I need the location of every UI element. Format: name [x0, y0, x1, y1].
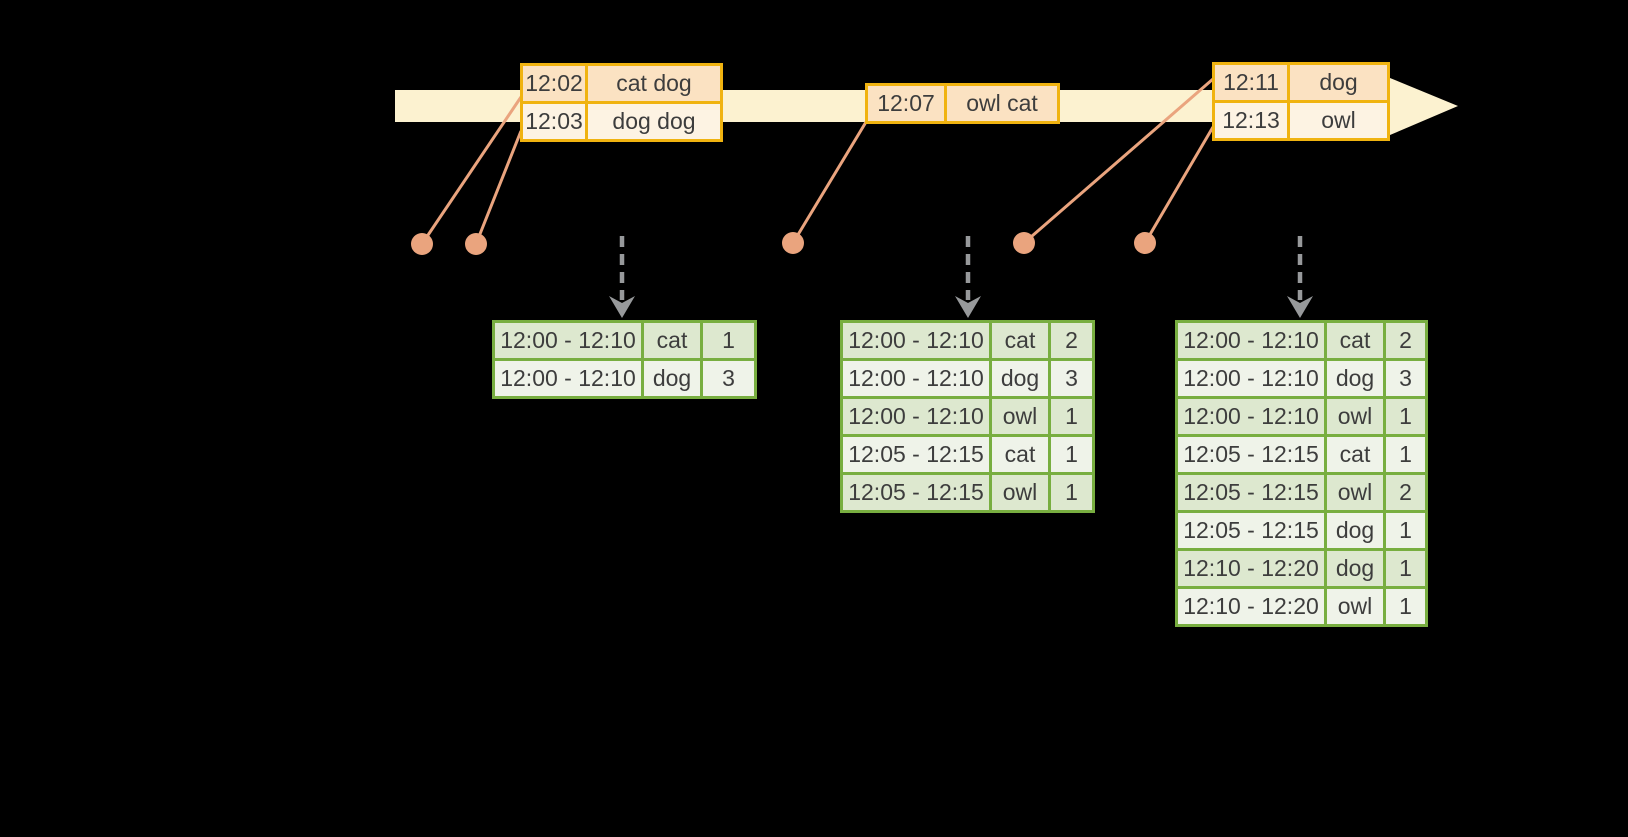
- event-time-cell: 12:07: [868, 86, 944, 121]
- result-row: 12:05 - 12:15 owl 2: [1178, 475, 1425, 510]
- event-time-cell: 12:13: [1215, 103, 1287, 138]
- result-table-3: 12:00 - 12:10 cat 2 12:00 - 12:10 dog 3 …: [1175, 320, 1428, 627]
- word-cell: dog: [1327, 513, 1383, 548]
- connector-line-1203: [474, 130, 523, 245]
- result-row: 12:00 - 12:10 dog 3: [843, 361, 1092, 396]
- result-row: 12:00 - 12:10 cat 1: [495, 323, 754, 358]
- window-cell: 12:10 - 12:20: [1178, 589, 1324, 624]
- window-cell: 12:00 - 12:10: [1178, 361, 1324, 396]
- window-cell: 12:05 - 12:15: [1178, 513, 1324, 548]
- word-cell: cat: [644, 323, 700, 358]
- count-cell: 1: [1386, 589, 1425, 624]
- result-row: 12:00 - 12:10 dog 3: [495, 361, 754, 396]
- word-cell: cat: [1327, 323, 1383, 358]
- word-cell: owl: [992, 399, 1048, 434]
- word-cell: owl: [1327, 399, 1383, 434]
- count-cell: 1: [703, 323, 754, 358]
- window-cell: 12:05 - 12:15: [1178, 437, 1324, 472]
- word-cell: owl: [1327, 589, 1383, 624]
- count-cell: 1: [1386, 437, 1425, 472]
- connector-line-1211: [1023, 77, 1214, 245]
- event-table-3: 12:11 dog 12:13 owl: [1212, 62, 1390, 141]
- window-cell: 12:00 - 12:10: [843, 361, 989, 396]
- word-cell: dog: [644, 361, 700, 396]
- event-dot-1213: [1134, 232, 1156, 254]
- result-row: 12:10 - 12:20 owl 1: [1178, 589, 1425, 624]
- event-time-cell: 12:11: [1215, 65, 1287, 100]
- event-dot-1203: [465, 233, 487, 255]
- count-cell: 1: [1051, 437, 1092, 472]
- event-dot-1207: [782, 232, 804, 254]
- result-row: 12:00 - 12:10 dog 3: [1178, 361, 1425, 396]
- result-table-2: 12:00 - 12:10 cat 2 12:00 - 12:10 dog 3 …: [840, 320, 1095, 513]
- window-cell: 12:00 - 12:10: [843, 323, 989, 358]
- word-cell: cat: [992, 437, 1048, 472]
- timeline-arrow-icon: [1390, 78, 1458, 135]
- window-cell: 12:00 - 12:10: [1178, 399, 1324, 434]
- word-cell: cat: [1327, 437, 1383, 472]
- count-cell: 3: [703, 361, 754, 396]
- connector-line-1213: [1143, 126, 1215, 244]
- window-cell: 12:05 - 12:15: [843, 437, 989, 472]
- event-table-1: 12:02 cat dog 12:03 dog dog: [520, 63, 723, 142]
- trigger-arrow-2-head-icon: [955, 296, 981, 318]
- window-cell: 12:05 - 12:15: [843, 475, 989, 510]
- result-row: 12:05 - 12:15 cat 1: [1178, 437, 1425, 472]
- count-cell: 1: [1386, 399, 1425, 434]
- count-cell: 3: [1386, 361, 1425, 396]
- word-cell: dog: [1327, 361, 1383, 396]
- word-cell: cat: [992, 323, 1048, 358]
- trigger-arrow-3-head-icon: [1287, 296, 1313, 318]
- event-row: 12:02 cat dog: [523, 66, 720, 101]
- count-cell: 1: [1051, 399, 1092, 434]
- result-row: 12:00 - 12:10 owl 1: [1178, 399, 1425, 434]
- event-dot-1211: [1013, 232, 1035, 254]
- result-table-1: 12:00 - 12:10 cat 1 12:00 - 12:10 dog 3: [492, 320, 757, 399]
- result-row: 12:05 - 12:15 cat 1: [843, 437, 1092, 472]
- connector-line-1202: [420, 96, 523, 245]
- count-cell: 2: [1051, 323, 1092, 358]
- result-row: 12:05 - 12:15 dog 1: [1178, 513, 1425, 548]
- result-row: 12:10 - 12:20 dog 1: [1178, 551, 1425, 586]
- count-cell: 2: [1386, 475, 1425, 510]
- event-time-cell: 12:02: [523, 66, 585, 101]
- result-row: 12:00 - 12:10 cat 2: [843, 323, 1092, 358]
- event-row: 12:13 owl: [1215, 103, 1387, 138]
- word-cell: dog: [1327, 551, 1383, 586]
- window-cell: 12:10 - 12:20: [1178, 551, 1324, 586]
- result-row: 12:05 - 12:15 owl 1: [843, 475, 1092, 510]
- event-row: 12:03 dog dog: [523, 104, 720, 139]
- word-cell: dog: [992, 361, 1048, 396]
- event-row: 12:07 owl cat: [868, 86, 1057, 121]
- event-row: 12:11 dog: [1215, 65, 1387, 100]
- event-words-cell: owl: [1290, 103, 1387, 138]
- result-row: 12:00 - 12:10 owl 1: [843, 399, 1092, 434]
- result-row: 12:00 - 12:10 cat 2: [1178, 323, 1425, 358]
- count-cell: 1: [1386, 551, 1425, 586]
- event-words-cell: cat dog: [588, 66, 720, 101]
- count-cell: 3: [1051, 361, 1092, 396]
- event-words-cell: dog dog: [588, 104, 720, 139]
- event-dot-1202: [411, 233, 433, 255]
- event-table-2: 12:07 owl cat: [865, 83, 1060, 124]
- window-cell: 12:00 - 12:10: [1178, 323, 1324, 358]
- count-cell: 1: [1051, 475, 1092, 510]
- count-cell: 2: [1386, 323, 1425, 358]
- window-cell: 12:05 - 12:15: [1178, 475, 1324, 510]
- trigger-arrow-1-head-icon: [609, 296, 635, 318]
- event-words-cell: owl cat: [947, 86, 1057, 121]
- window-cell: 12:00 - 12:10: [843, 399, 989, 434]
- window-cell: 12:00 - 12:10: [495, 323, 641, 358]
- count-cell: 1: [1386, 513, 1425, 548]
- event-words-cell: dog: [1290, 65, 1387, 100]
- word-cell: owl: [992, 475, 1048, 510]
- word-cell: owl: [1327, 475, 1383, 510]
- window-cell: 12:00 - 12:10: [495, 361, 641, 396]
- event-time-cell: 12:03: [523, 104, 585, 139]
- connector-line-1207: [791, 121, 868, 244]
